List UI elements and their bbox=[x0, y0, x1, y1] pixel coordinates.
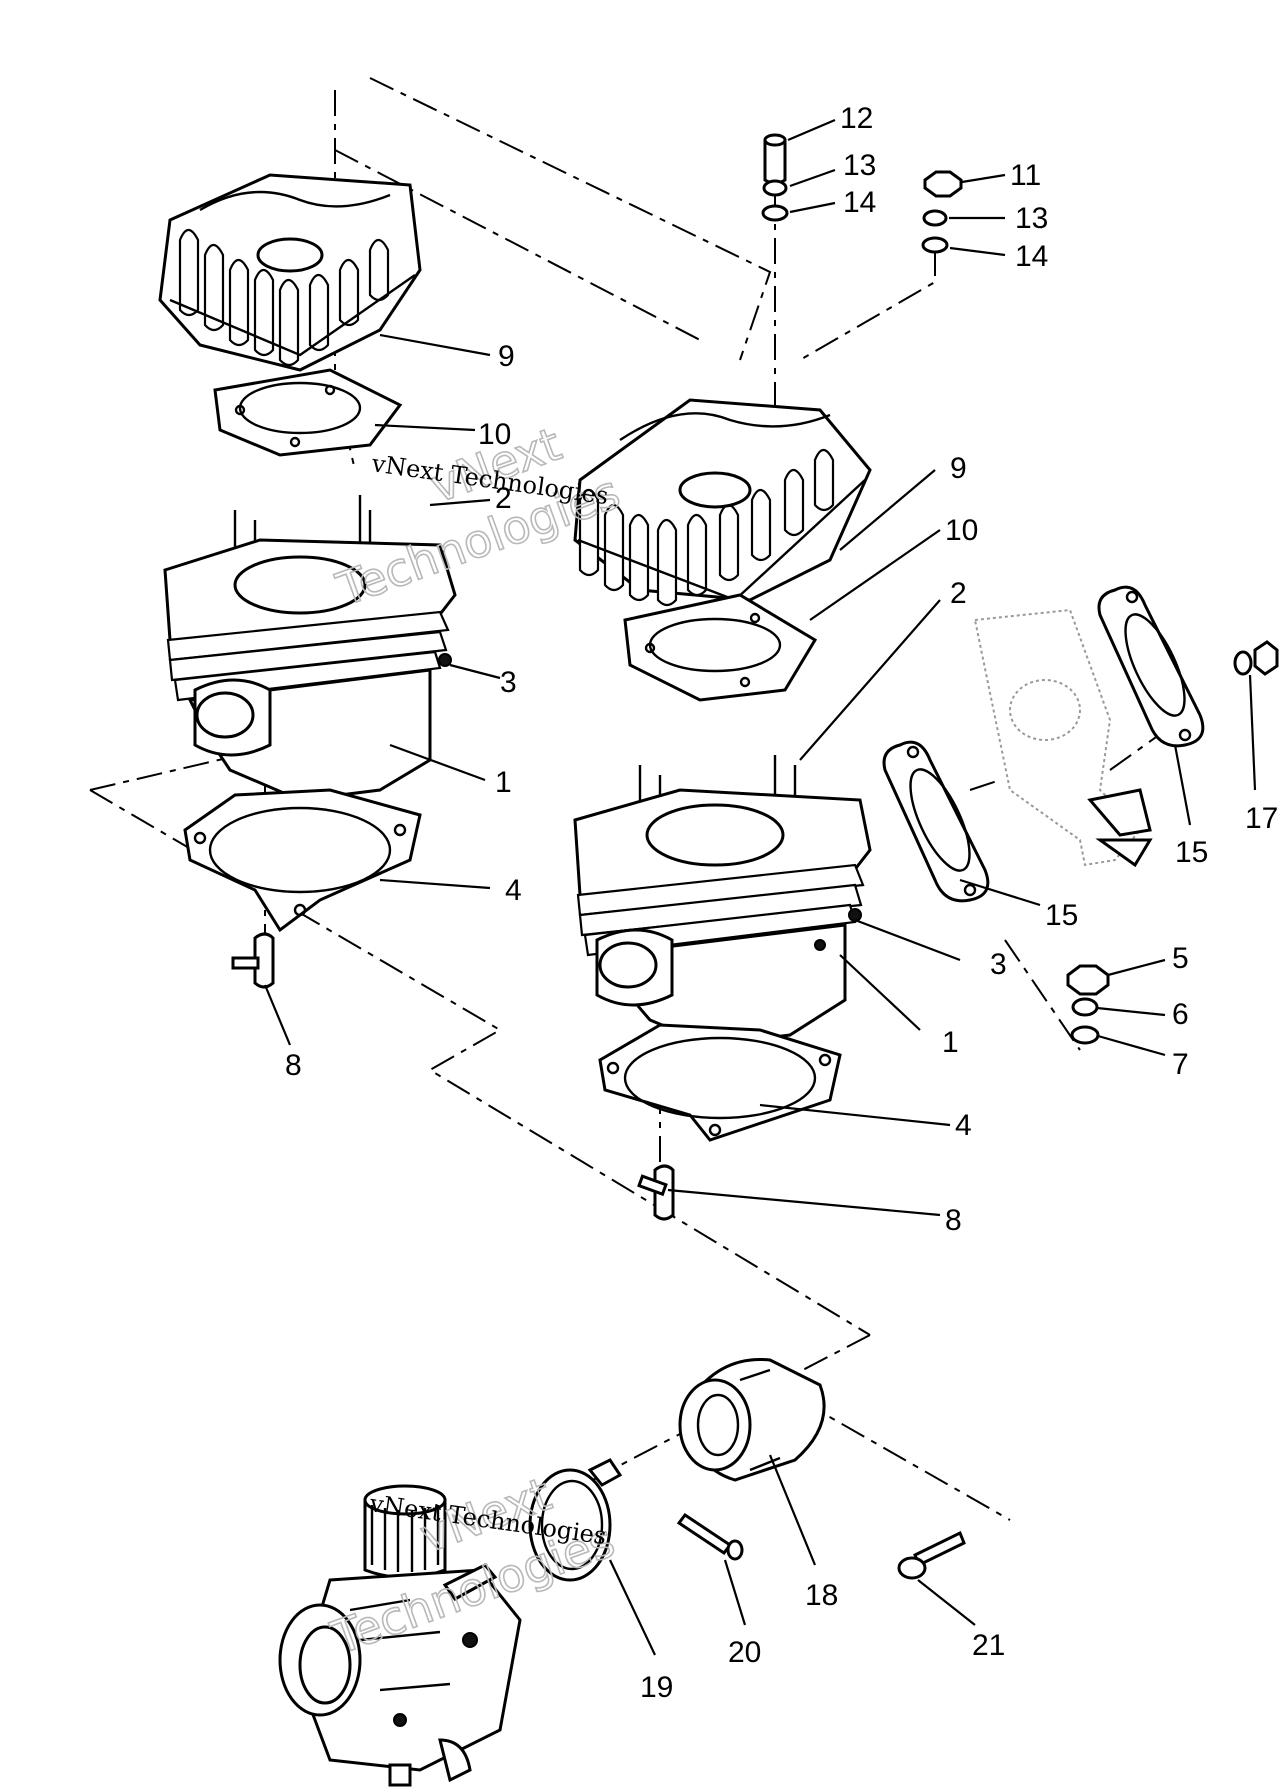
callout-15-lower: 15 bbox=[1045, 899, 1078, 932]
cylinder-head-right bbox=[573, 398, 872, 607]
callout-8-left: 8 bbox=[285, 1049, 302, 1082]
flat-washer-14b bbox=[921, 236, 949, 254]
exhaust-nut-washer-17 bbox=[1233, 640, 1279, 676]
head-gasket-left bbox=[213, 368, 403, 457]
base-gasket-left bbox=[183, 788, 422, 933]
callout-labels: 12 13 14 11 13 14 9 10 2 3 1 4 8 9 10 2 … bbox=[285, 102, 1278, 1704]
callout-2-right: 2 bbox=[950, 577, 967, 610]
callout-3-right: 3 bbox=[990, 948, 1007, 981]
callout-18: 18 bbox=[805, 1579, 838, 1612]
spacer-nut-12 bbox=[763, 133, 787, 185]
impulse-fitting-right bbox=[637, 1164, 675, 1221]
callout-12: 12 bbox=[840, 102, 873, 135]
base-gasket-right bbox=[598, 1023, 842, 1142]
callout-14-upper-right: 14 bbox=[1015, 240, 1048, 273]
callout-10-right: 10 bbox=[945, 514, 978, 547]
watermark-upper: vNext Technologies vNext Technologies bbox=[329, 416, 628, 618]
carburetor bbox=[278, 1484, 522, 1787]
callout-13-upper-right: 13 bbox=[1015, 202, 1048, 235]
callout-7: 7 bbox=[1172, 1048, 1189, 1081]
callout-4-right: 4 bbox=[955, 1109, 972, 1142]
bolt-21 bbox=[897, 1530, 966, 1580]
impulse-fitting-left bbox=[231, 932, 275, 989]
callout-9-left: 9 bbox=[498, 340, 515, 373]
callout-19: 19 bbox=[640, 1671, 673, 1704]
nut-11 bbox=[923, 170, 963, 198]
cylinder-left bbox=[163, 495, 457, 802]
callout-1-left: 1 bbox=[495, 766, 512, 799]
clamp-screw-20 bbox=[676, 1512, 744, 1561]
head-gasket-right bbox=[623, 593, 818, 702]
callout-17: 17 bbox=[1245, 802, 1278, 835]
exhaust-gasket-upper bbox=[1097, 585, 1205, 748]
cylinder-head-left bbox=[158, 173, 422, 372]
callout-9-right: 9 bbox=[950, 452, 967, 485]
flat-washer-14a bbox=[761, 204, 789, 222]
callout-6: 6 bbox=[1172, 998, 1189, 1031]
intake-adapter-18 bbox=[678, 1358, 826, 1482]
lock-washer-13b bbox=[922, 209, 948, 227]
callout-21: 21 bbox=[972, 1629, 1005, 1662]
intake-clamp-19 bbox=[528, 1458, 623, 1582]
lock-washer-13a bbox=[762, 179, 788, 197]
callout-5: 5 bbox=[1172, 942, 1189, 975]
callout-10-left: 10 bbox=[478, 418, 511, 451]
callout-13-upper-left: 13 bbox=[843, 149, 876, 182]
leader-lines bbox=[263, 118, 1257, 1656]
flat-washer-7 bbox=[1070, 1025, 1100, 1045]
lock-washer-6 bbox=[1071, 997, 1099, 1017]
nut-5 bbox=[1066, 964, 1110, 996]
callout-1-right: 1 bbox=[942, 1026, 959, 1059]
exhaust-gasket-lower bbox=[882, 740, 990, 903]
cylinder-right bbox=[573, 755, 872, 1047]
callout-3-left: 3 bbox=[500, 666, 517, 699]
callout-15-upper: 15 bbox=[1175, 836, 1208, 869]
callout-14-upper-left: 14 bbox=[843, 186, 876, 219]
callout-4-left: 4 bbox=[505, 874, 522, 907]
callout-11: 11 bbox=[1010, 159, 1041, 192]
exhaust-plate bbox=[973, 608, 1153, 868]
callout-2-left: 2 bbox=[495, 482, 512, 515]
callout-8-right: 8 bbox=[945, 1204, 962, 1237]
callout-20: 20 bbox=[728, 1636, 761, 1669]
